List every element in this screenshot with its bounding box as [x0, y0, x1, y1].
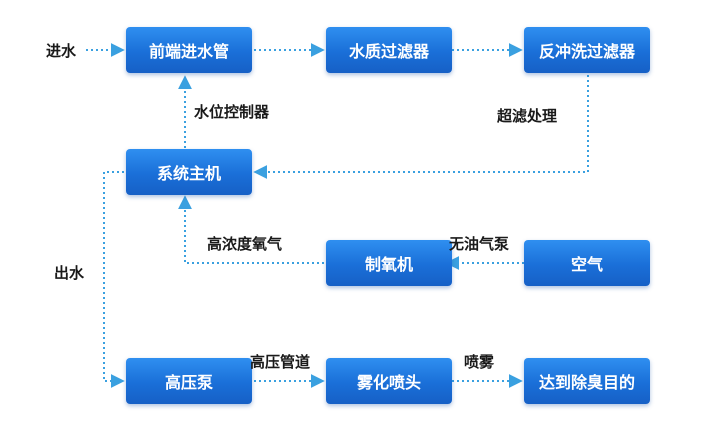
- connector-host-to-pump: [103, 171, 125, 388]
- node-air: 空气: [524, 240, 650, 286]
- node-deodorize-goal: 达到除臭目的: [524, 358, 650, 404]
- node-oxygen-generator: 制氧机: [326, 240, 452, 286]
- node-system-host: 系统主机: [126, 149, 252, 195]
- connector-oxygen-to-host: [178, 195, 324, 264]
- node-water-filter: 水质过滤器: [326, 27, 452, 73]
- label-high-concentration-oxygen: 高浓度氧气: [207, 235, 283, 253]
- connector-backwash-to-host: [253, 75, 589, 179]
- label-oilless-air-pump: 无油气泵: [449, 235, 510, 253]
- node-high-pressure-pump: 高压泵: [126, 358, 252, 404]
- node-backwash-filter: 反冲洗过滤器: [524, 27, 650, 73]
- label-spray: 喷雾: [464, 353, 495, 371]
- label-water-out: 出水: [54, 264, 85, 282]
- node-atomizing-nozzle: 雾化喷头: [326, 358, 452, 404]
- node-front-inlet-pipe: 前端进水管: [126, 27, 252, 73]
- label-high-pressure-pipe: 高压管道: [250, 353, 311, 371]
- label-water-level-controller: 水位控制器: [194, 103, 270, 121]
- label-water-in: 进水: [46, 42, 77, 60]
- label-ultrafiltration: 超滤处理: [497, 107, 558, 125]
